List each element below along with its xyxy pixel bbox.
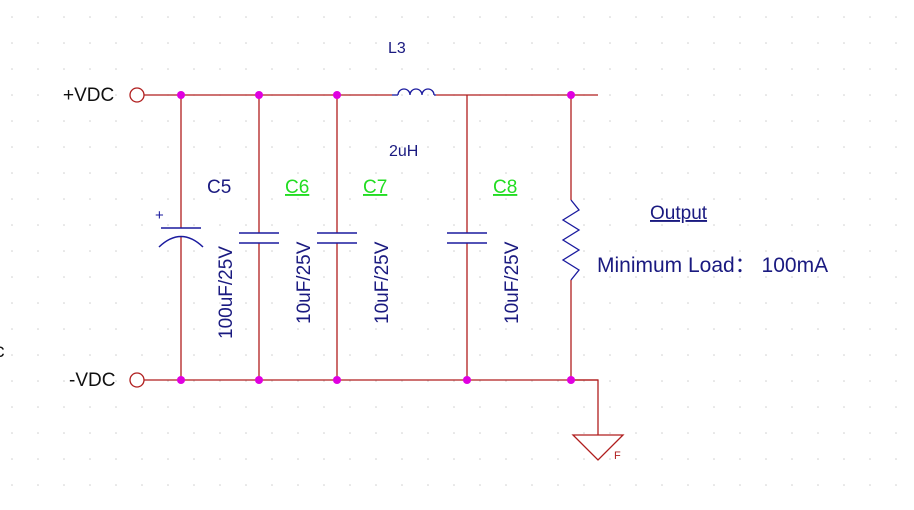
junction-dot — [567, 376, 575, 384]
vdc-neg-label: -VDC — [69, 370, 115, 391]
junction-dot — [177, 91, 185, 99]
capacitor-c5-symbol — [158, 227, 204, 248]
junction-dot — [177, 376, 185, 384]
inductor-value-label: 2uH — [389, 143, 418, 160]
c5-polarity-mark: + — [155, 207, 164, 224]
junction-dot — [333, 376, 341, 384]
junction-dot — [255, 91, 263, 99]
load-resistor-symbol — [561, 199, 581, 281]
vdc-neg-terminal — [129, 372, 145, 388]
vdc-pos-terminal — [129, 87, 145, 103]
c6-ref-label: C6 — [285, 177, 309, 198]
junction-dot — [333, 91, 341, 99]
capacitor-c8-symbol — [447, 232, 487, 244]
junctions — [177, 91, 575, 384]
c8-ref-label: C8 — [493, 177, 517, 198]
c5-ref-label: C5 — [207, 177, 231, 198]
minimum-load-note: Minimum Load： 100mA — [597, 254, 828, 277]
c5-value-label: 100uF/25V — [216, 246, 237, 339]
inductor-l3 — [392, 88, 436, 96]
vdc-pos-label: +VDC — [63, 85, 114, 106]
wires — [144, 94, 599, 435]
capacitor-c7-symbol — [317, 232, 357, 244]
terminals — [129, 87, 145, 388]
junction-dot — [463, 376, 471, 384]
junction-dot — [255, 376, 263, 384]
grid-dots — [11, 16, 897, 486]
inductor-ref-label: L3 — [388, 40, 406, 57]
ground-lead — [571, 379, 599, 435]
ground-symbol — [571, 434, 625, 461]
junction-dot — [567, 91, 575, 99]
c6-value-label: 10uF/25V — [294, 241, 315, 324]
c7-value-label: 10uF/25V — [372, 241, 393, 324]
c7-ref-label: C7 — [363, 177, 387, 198]
c8-value-label: 10uF/25V — [502, 241, 523, 324]
edge-glyph: c — [0, 341, 5, 362]
capacitor-c6-symbol — [239, 232, 279, 244]
ground-label: F — [614, 450, 621, 462]
output-title: Output — [650, 203, 708, 224]
